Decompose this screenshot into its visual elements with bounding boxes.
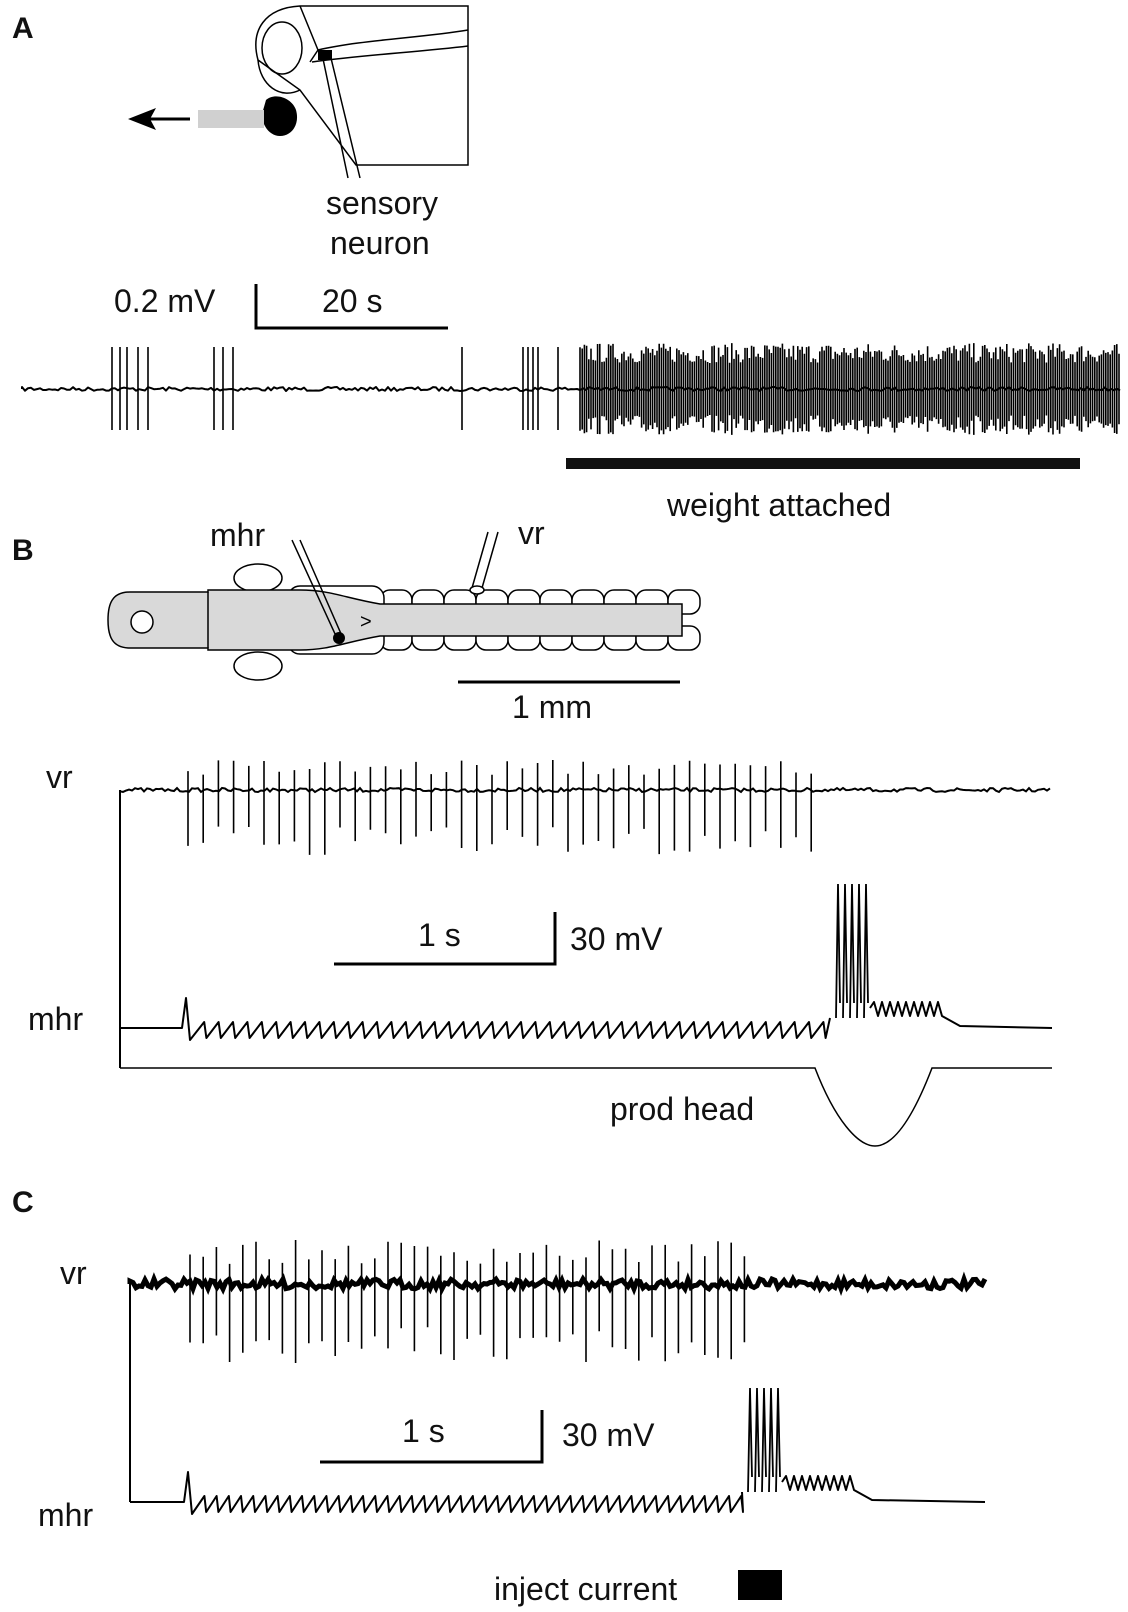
rostral-caudal-glyph: > xyxy=(360,611,372,633)
stim-label-b: prod head xyxy=(610,1091,754,1127)
tadpole-dorsal-view-schematic: > xyxy=(107,531,701,681)
mhr-oscillation xyxy=(130,1471,744,1515)
sensory-neuron-marker xyxy=(318,50,332,60)
panel-c: C vr mhr 1 s 30 mV inject current xyxy=(12,1186,988,1607)
mhr-after-potential xyxy=(869,1001,1053,1029)
neural-tube-line xyxy=(317,29,469,51)
extracellular-trace-a xyxy=(21,343,1121,435)
mhr-after-potential xyxy=(781,1475,986,1503)
panel-a: A sensory neuron 0.2 mV 20 s weight atta… xyxy=(12,5,1121,523)
notochord-line xyxy=(311,45,469,63)
panel-b: B > mhr vr 1 mm vr mhr 1 s 30 mV prod he… xyxy=(12,515,1053,1147)
vr-bursts xyxy=(187,760,812,855)
scale-voltage-label-a: 0.2 mV xyxy=(114,283,216,319)
scale-voltage-label-c: 30 mV xyxy=(562,1417,655,1453)
sensory-neuron-label-1: sensory xyxy=(326,185,438,221)
panel-c-letter: C xyxy=(12,1186,34,1219)
scale-time-label-c: 1 s xyxy=(402,1413,445,1449)
vr-electrode-tip xyxy=(469,585,485,595)
vr-baseline xyxy=(119,786,1051,794)
pulling-rod xyxy=(198,110,264,128)
panel-a-letter: A xyxy=(12,12,34,45)
spike-train-a xyxy=(111,343,1120,435)
scale-voltage-label-b: 30 mV xyxy=(570,921,663,957)
trace-label-mhr-c: mhr xyxy=(38,1497,93,1533)
mhr-oscillation xyxy=(120,997,831,1041)
scale-bar-b xyxy=(334,912,557,966)
mhr-spike-burst xyxy=(835,883,869,1019)
tadpole-body xyxy=(107,589,683,651)
vr-bursts xyxy=(189,1240,746,1363)
current-injection-block xyxy=(738,1570,782,1600)
gill-lobe-bottom xyxy=(233,651,283,681)
mhr-trace-c xyxy=(129,1284,986,1515)
stim-label-c: inject current xyxy=(494,1571,677,1607)
vr-trace-b xyxy=(119,760,1051,855)
scale-bar-a xyxy=(254,284,448,330)
vr-baseline xyxy=(127,1271,988,1297)
head-outline xyxy=(255,5,469,166)
mhr-electrode xyxy=(291,539,343,637)
sensory-neuron-label-2: neuron xyxy=(330,225,430,261)
mhr-trace-b xyxy=(119,790,1053,1068)
mhr-electrode-label: mhr xyxy=(210,517,265,553)
trace-label-vr-c: vr xyxy=(60,1255,87,1291)
vr-trace-c xyxy=(127,1240,988,1363)
trace-label-mhr-b: mhr xyxy=(28,1001,83,1037)
arrow-left-icon xyxy=(128,108,156,130)
weight-attached-label: weight attached xyxy=(666,487,891,523)
panel-b-letter: B xyxy=(12,534,34,567)
eye-outline xyxy=(261,21,303,75)
eye-circle xyxy=(130,610,154,634)
gill-lobe-top xyxy=(233,563,283,593)
recording-electrode xyxy=(321,53,361,179)
scale-time-label-b: 1 s xyxy=(418,917,461,953)
head-front-contour xyxy=(257,59,301,94)
scale-time-label-a: 20 s xyxy=(322,283,382,319)
mhr-spike-burst xyxy=(747,1387,781,1493)
vr-electrode xyxy=(471,531,499,589)
baseline-a xyxy=(21,386,1121,392)
vr-electrode-label: vr xyxy=(518,515,545,551)
tadpole-side-view-schematic xyxy=(128,5,469,179)
cement-gland-shape xyxy=(262,96,298,136)
scale-bar-c xyxy=(320,1410,544,1464)
trace-label-vr-b: vr xyxy=(46,759,73,795)
weight-attached-bar xyxy=(566,458,1080,469)
stimulus-trace-b xyxy=(120,1067,1052,1147)
scale-1mm-label: 1 mm xyxy=(512,689,592,725)
brain-divider xyxy=(299,5,319,63)
